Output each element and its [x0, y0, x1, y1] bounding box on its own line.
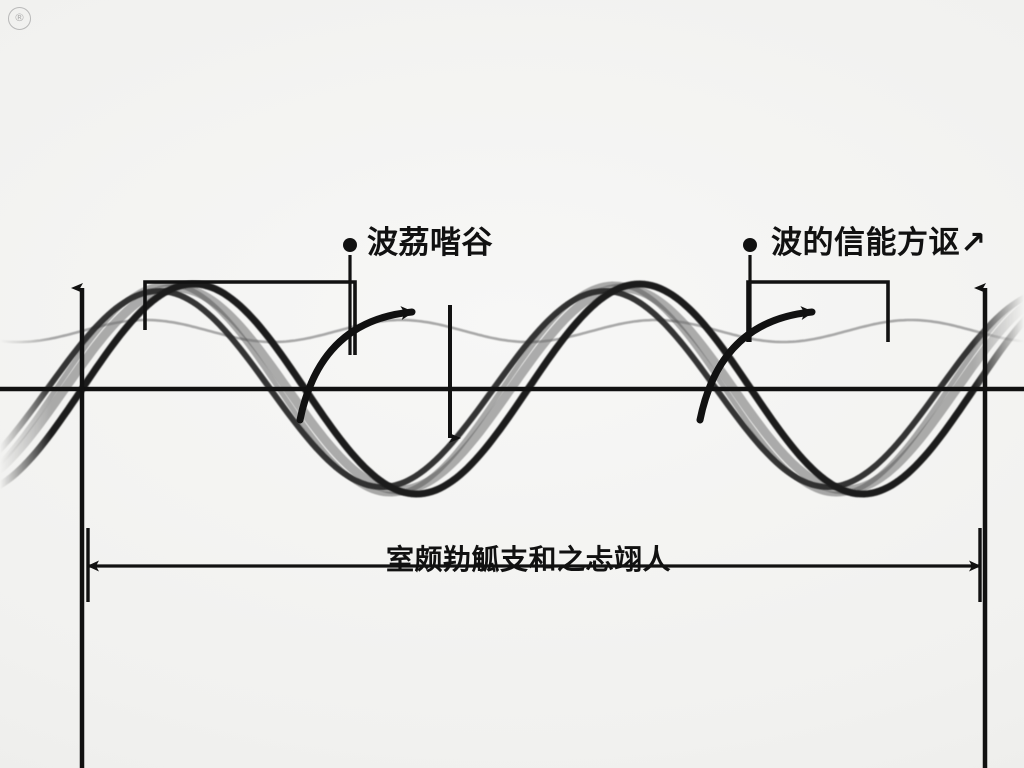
watermark-badge-icon: ®: [8, 7, 31, 30]
wave-energy-direction-callout-leader: [743, 238, 890, 342]
shifted-wave: [0, 287, 1024, 491]
axis-group: [0, 283, 1024, 768]
callout-bullet-icon: [743, 238, 757, 252]
energy-flow-arrow-right: [696, 306, 816, 424]
callout-bracket: [143, 280, 357, 355]
wave-trough-callout-label: 波茘喈谷: [367, 225, 493, 261]
wave-energy-direction-callout-label: 波的信能方讴↗: [771, 225, 987, 261]
faint-ripple-wave: [0, 318, 1024, 344]
wavelength-dimension-label: 室颇劷觚支和之忐翊人: [386, 543, 672, 576]
callout-bullet-icon: [343, 238, 357, 252]
callout-bracket: [746, 280, 890, 342]
primary-wave: [0, 280, 1024, 498]
wave-trough-callout-leader: [143, 238, 357, 355]
energy-flow-arrow-left: [296, 306, 416, 424]
wavelength-dimension: [86, 528, 982, 602]
